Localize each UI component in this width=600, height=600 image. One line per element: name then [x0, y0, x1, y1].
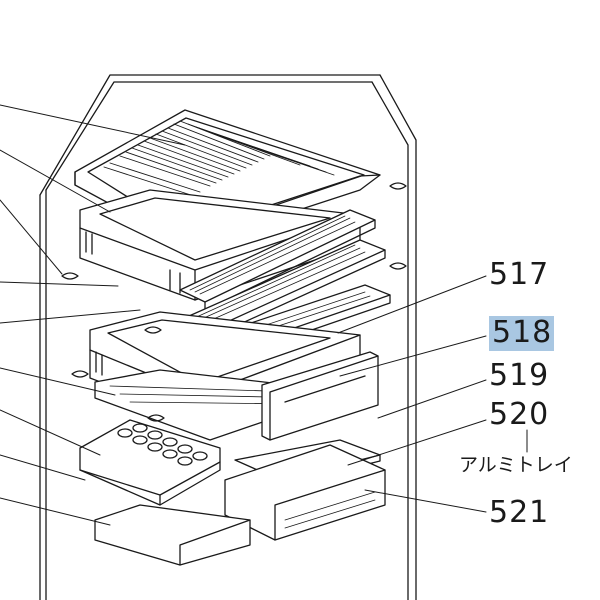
part-label-520: 520: [489, 397, 550, 432]
left-leader-lines: [0, 104, 186, 526]
cabinet-outline: [39, 74, 417, 600]
part-sublabel-520: アルミトレイ: [459, 454, 573, 476]
part-label-519: 519: [489, 358, 550, 393]
clip-hardware: [61, 182, 407, 422]
right-leader-lines: [337, 275, 528, 513]
wire-shelf-1: [179, 209, 376, 311]
freezer-bin: [224, 444, 386, 541]
lid-ribs: [103, 120, 335, 197]
part-label-517: 517: [489, 257, 550, 292]
ice-tray: [79, 419, 221, 506]
part-label-521: 521: [489, 495, 550, 530]
bottom-drawer: [94, 504, 251, 566]
ice-tray-cells: [117, 423, 208, 466]
part-label-518: 518: [489, 316, 555, 351]
